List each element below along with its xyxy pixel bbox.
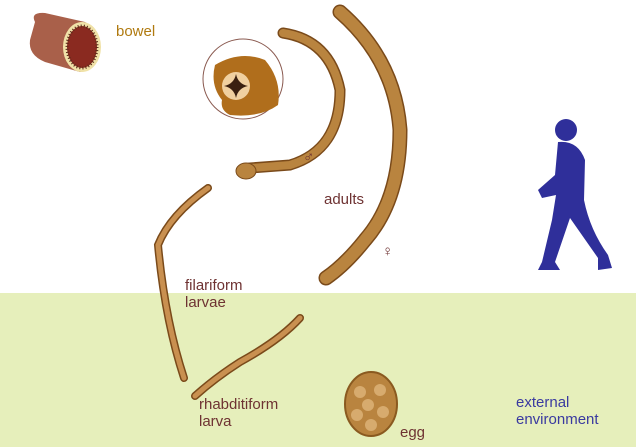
external-label-line1: external xyxy=(516,394,570,411)
worms xyxy=(153,4,408,400)
human-silhouette-icon xyxy=(538,119,612,270)
rhabditiform-label: rhabditiform larva xyxy=(199,396,278,430)
filariform-label: filariform larvae xyxy=(185,277,243,311)
external-environment-area xyxy=(0,293,636,447)
egg-label: egg xyxy=(400,424,426,441)
female-symbol: ♀ xyxy=(382,243,394,260)
egg-icon xyxy=(344,371,398,437)
adults-label: adults xyxy=(324,191,365,208)
external-label-line2: environment xyxy=(516,411,599,428)
bowel-label: bowel xyxy=(116,23,156,40)
mouth-detail-icon xyxy=(202,38,284,120)
external-environment-label: external environment xyxy=(516,394,599,428)
male-symbol: ♂ xyxy=(303,149,315,166)
rhabditiform-label-line2: larva xyxy=(199,413,232,430)
filariform-label-line2: larvae xyxy=(185,294,226,311)
filariform-label-line1: filariform xyxy=(185,277,243,294)
rhabditiform-label-line1: rhabditiform xyxy=(199,396,279,413)
bowel-icon xyxy=(29,12,101,72)
